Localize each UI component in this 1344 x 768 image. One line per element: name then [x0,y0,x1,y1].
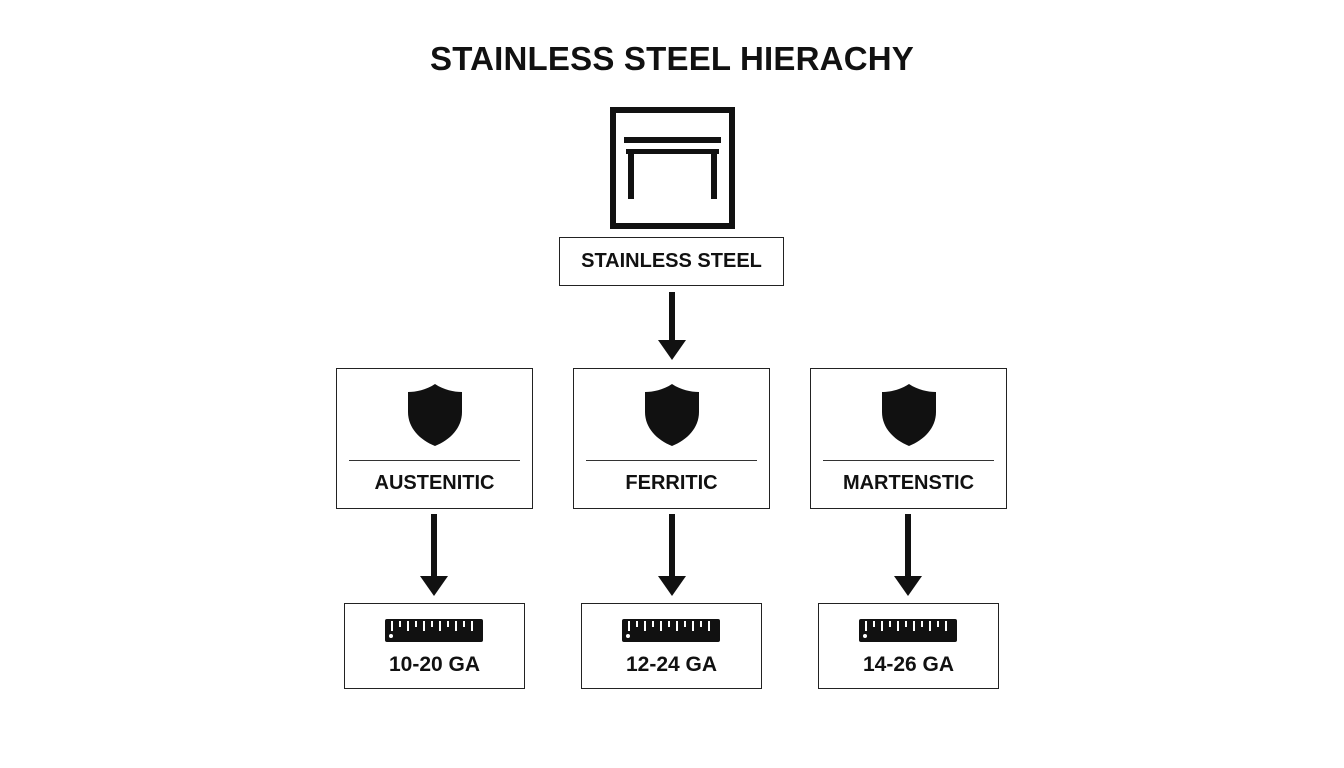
gauge-label: 10-20 GA [388,653,481,676]
ruler-icon [622,619,720,642]
gauge-node-austenitic: 10-20 GA [344,603,525,689]
gauge-node-martenstic: 14-26 GA [818,603,999,689]
shield-icon [882,384,936,446]
type-node-austenitic: AUSTENITIC [336,368,533,509]
root-node-stainless-steel: STAINLESS STEEL [559,237,784,286]
shield-icon [408,384,462,446]
ruler-icon [859,619,957,642]
divider [349,460,520,461]
arrow-ferritic-down [658,514,686,596]
type-label: FERRITIC [625,472,718,494]
shield-icon [645,384,699,446]
gauge-label: 12-24 GA [625,653,718,676]
type-node-ferritic: FERRITIC [573,368,770,509]
ruler-icon [385,619,483,642]
gauge-node-ferritic: 12-24 GA [581,603,762,689]
table-frame-icon [610,107,735,229]
arrow-root-down [658,292,686,360]
diagram-title: STAINLESS STEEL HIERACHY [430,40,914,77]
arrow-austenitic-down [420,514,448,596]
gauge-label: 14-26 GA [862,653,955,676]
type-node-martenstic: MARTENSTIC [810,368,1007,509]
type-label: MARTENSTIC [842,472,975,494]
divider [586,460,757,461]
arrow-martenstic-down [894,514,922,596]
type-label: AUSTENITIC [374,472,495,494]
divider [823,460,994,461]
